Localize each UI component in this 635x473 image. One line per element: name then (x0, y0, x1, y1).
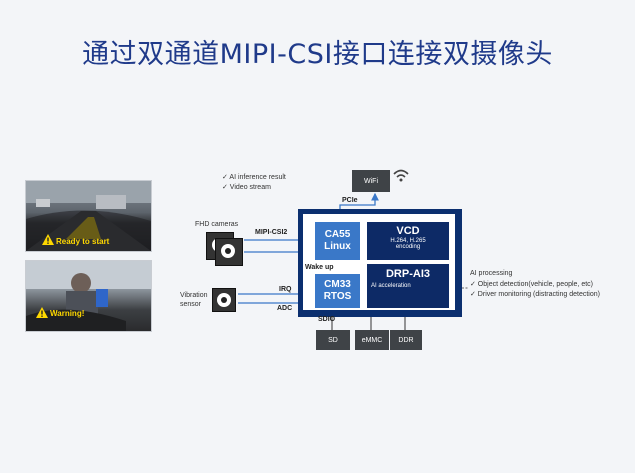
cm33-name: CM33 (324, 279, 351, 290)
ca55-core: CA55 Linux (315, 222, 360, 260)
ready-caption: Ready to start (56, 237, 110, 246)
pcie-label: PCIe (342, 197, 358, 204)
vcd-block: VCD H.264, H.265 encoding (367, 222, 449, 260)
vcd-codecs: H.264, H.265 (390, 238, 426, 244)
ddr-memory: DDR (390, 330, 422, 350)
mipi-csi2-label: MIPI-CSI2 (255, 229, 288, 236)
irq-label: IRQ (279, 286, 292, 293)
cm33-core: CM33 RTOS (315, 274, 360, 308)
camera-icon (215, 238, 243, 266)
sd-card: SD (316, 330, 350, 350)
ca55-name: CA55 (324, 229, 351, 240)
driver-monitor-photo: Warning! (25, 260, 152, 332)
fhd-cameras-label: FHD cameras (195, 221, 239, 228)
note-video-stream: ✓ Video stream (222, 184, 271, 191)
wifi-module: WiFi (352, 170, 390, 192)
emmc-label: eMMC (361, 336, 383, 344)
ai-processing-item-1: ✓ Object detection(vehicle, people, etc) (470, 281, 593, 288)
warning-triangle-icon (36, 307, 48, 318)
sd-label: SD (328, 336, 338, 344)
ddr-label: DDR (398, 336, 414, 344)
note-ai-result: ✓ AI inference result (222, 174, 286, 181)
wifi-label: WiFi (364, 177, 378, 185)
vibration-label-line1: Vibration (180, 292, 208, 299)
ai-processing-heading: AI processing (470, 270, 513, 277)
drp-ai3-block: DRP-AI3 AI acceleration (367, 264, 449, 308)
vcd-encoding: encoding (395, 244, 421, 250)
ca55-os: Linux (324, 241, 351, 252)
drp-ai3-subtitle: AI acceleration (371, 283, 411, 289)
road-scene-illustration (26, 181, 151, 251)
ai-processing-item-2: ✓ Driver monitoring (distracting detecti… (470, 291, 600, 298)
wifi-icon (393, 169, 409, 182)
wake-up-label: Wake up (305, 264, 334, 271)
page-title: 通过双通道MIPI-CSI接口连接双摄像头 (82, 39, 553, 70)
driver-scene-illustration (26, 261, 151, 331)
vcd-title: VCD (396, 225, 420, 237)
warning-triangle-icon (42, 234, 54, 245)
emmc-storage: eMMC (355, 330, 389, 350)
adc-label: ADC (277, 305, 293, 312)
vibration-label-line2: sensor (180, 301, 202, 308)
vibration-sensor-icon (212, 288, 236, 312)
warning-caption: Warning! (50, 309, 85, 318)
dashcam-road-photo: Ready to start (25, 180, 152, 252)
cm33-os: RTOS (323, 291, 352, 302)
sdio-label: SDIO (318, 316, 336, 323)
drp-ai3-title: DRP-AI3 (385, 268, 430, 280)
